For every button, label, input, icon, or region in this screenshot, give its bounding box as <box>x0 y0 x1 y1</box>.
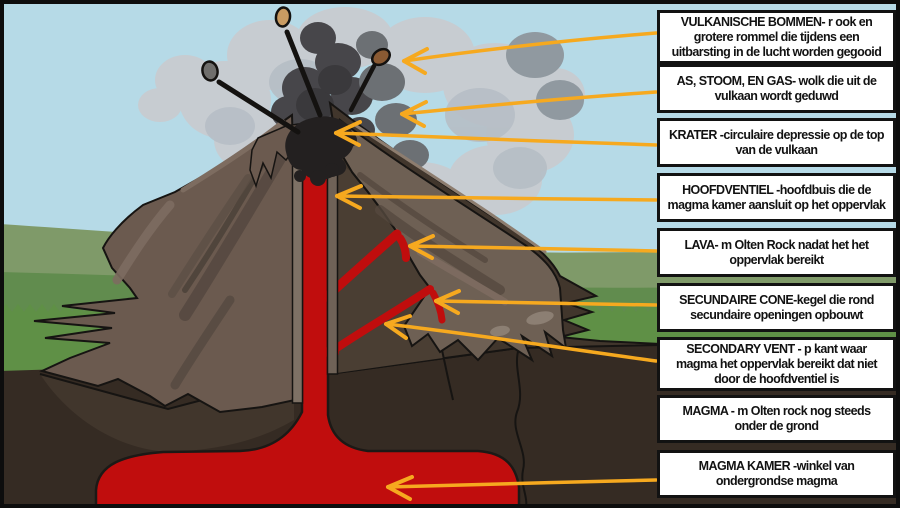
right-foot-highlights <box>490 311 554 337</box>
bomb-trail-right <box>348 63 377 113</box>
volcanic-bomb-tan <box>274 6 292 28</box>
secondary-vent-drip-lower <box>429 289 446 324</box>
volcanic-bomb-grey <box>201 60 219 82</box>
label-magma-kamer: MAGMA KAMER -winkel van ondergrondse mag… <box>657 450 896 498</box>
label-krater: KRATER -circulaire depressie op de top v… <box>657 118 896 167</box>
label-secundaire-cone: SECUNDAIRE CONE-kegel die rond secundair… <box>657 283 896 332</box>
label-vulkanische-bommen: VULKANISCHE BOMMEN- r ook en grotere rom… <box>657 10 896 65</box>
magma-chamber-and-main-vent <box>94 150 521 508</box>
label-secondary-vent: SECONDARY VENT - p kant waar magma het o… <box>657 337 896 392</box>
label-as-stoom-en-gas: AS, STOOM, EN GAS- wolk die uit de vulka… <box>657 64 896 113</box>
vent-wall-left <box>291 147 304 404</box>
pointer-arrows <box>334 31 658 501</box>
label-magma: MAGMA - m Olten rock nog steeds onder de… <box>657 395 896 443</box>
arrow-secondary-cone <box>434 289 658 315</box>
bomb-trail-left <box>216 79 301 135</box>
secondary-vent-drip-upper <box>396 234 410 262</box>
bomb-trails <box>216 29 377 135</box>
left-slope-texture <box>112 119 291 390</box>
volcanic-bomb-brown <box>370 47 392 67</box>
arrow-volcanic-bombs <box>402 31 658 75</box>
dark-ash-core <box>296 65 352 122</box>
arrow-magma-chamber <box>386 475 658 501</box>
volcano-left-slope <box>33 113 297 414</box>
crater-rim-flap <box>249 123 299 189</box>
arrow-secondary-vent <box>384 314 658 363</box>
arrow-crater <box>334 120 658 147</box>
arrow-main-vent <box>335 184 658 210</box>
right-face-texture <box>353 123 547 306</box>
arrow-lava <box>408 234 658 260</box>
cutaway-root-line <box>514 347 528 508</box>
label-lava: LAVA- m Olten Rock nadat het het oppervl… <box>657 228 896 277</box>
lava-branch-lower <box>327 285 434 356</box>
arrow-ash-steam-gas <box>400 90 658 128</box>
bomb-trail-middle <box>284 29 323 118</box>
vent-wall-right <box>326 151 339 375</box>
label-hoofdventiel: HOOFDVENTIEL -hoofdbuis die de magma kam… <box>657 173 896 222</box>
